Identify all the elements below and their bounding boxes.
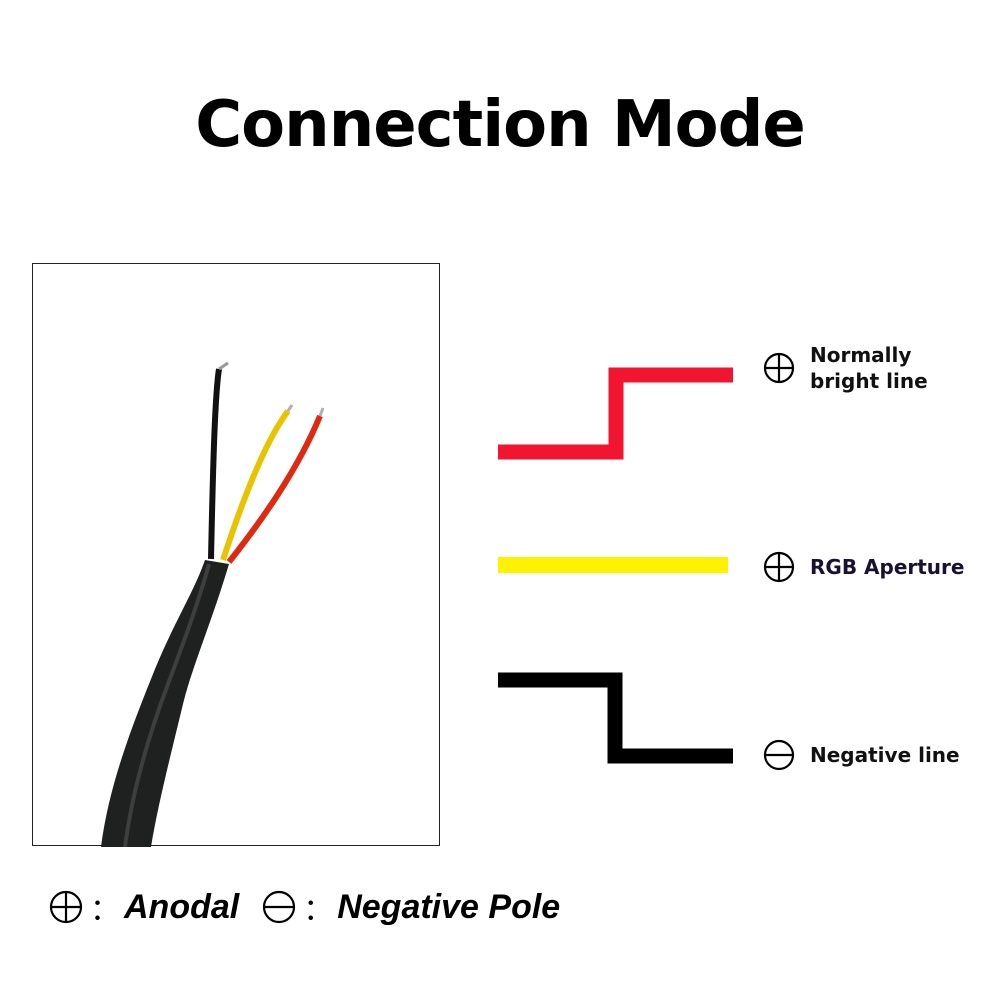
plus-circle-icon <box>763 551 795 583</box>
cable-illustration <box>101 361 325 847</box>
page-title: Connection Mode <box>195 88 806 162</box>
yellow-wire-label-text: RGB Aperture <box>810 555 965 579</box>
red-wire-label-line2: bright line <box>810 369 928 393</box>
black-wire-line <box>498 672 733 764</box>
cable-photo <box>32 263 440 847</box>
yellow-wire-label: RGB Aperture <box>762 550 964 584</box>
plus-circle-icon <box>49 890 83 924</box>
plus-circle-icon <box>763 352 795 384</box>
red-wire-label-line1: Normally <box>810 343 912 367</box>
red-wire-line <box>498 367 733 460</box>
legend-colon: ： <box>90 894 120 927</box>
minus-circle-icon <box>763 739 795 771</box>
black-wire-label-text: Negative line <box>810 743 960 767</box>
red-wire-label: Normally bright line <box>762 342 928 394</box>
legend-anodal: Anodal <box>124 887 240 926</box>
legend-negative-pole: Negative Pole <box>337 887 561 926</box>
legend-colon: ： <box>303 894 334 927</box>
symbol-legend: ： Anodal ： Negative Pole <box>48 885 560 929</box>
black-wire-label: Negative line <box>762 738 960 772</box>
minus-circle-icon <box>263 890 296 924</box>
